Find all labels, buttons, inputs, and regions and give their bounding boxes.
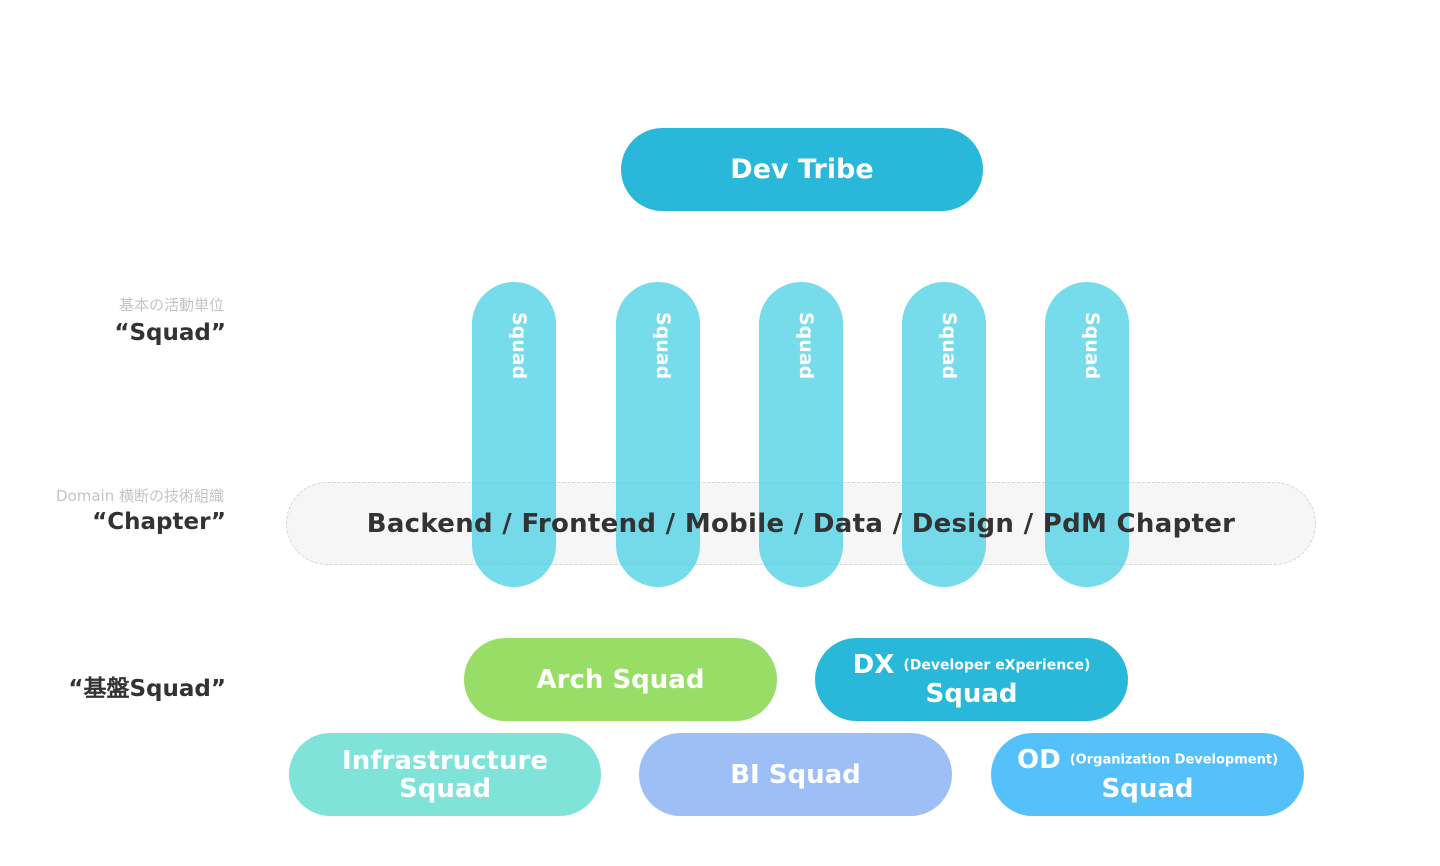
bi-squad-label: BI Squad	[730, 759, 861, 790]
squad-description-label: 基本の活動単位	[118, 296, 224, 314]
od-full-name: (Organization Development)	[1069, 752, 1279, 768]
squad-column-label: Squad	[652, 312, 674, 380]
od-abbr: OD	[1016, 745, 1061, 776]
squad-column-2: Squad	[616, 282, 700, 587]
chapter-description-label: Domain 横断の技術組織	[56, 487, 224, 505]
infrastructure-label: Infrastructure	[342, 745, 548, 776]
platform-squad-type-label: “基盤Squad”	[68, 676, 226, 702]
squad-column-1: Squad	[472, 282, 556, 587]
squad-column-label: Squad	[508, 312, 530, 380]
squad-column-3: Squad	[759, 282, 843, 587]
dx-squad-label: Squad	[925, 678, 1018, 709]
squad-type-label: “Squad”	[114, 320, 226, 346]
dev-tribe-label: Dev Tribe	[730, 153, 874, 185]
squad-column-label: Squad	[1081, 312, 1103, 380]
squad-column-label: Squad	[938, 312, 960, 380]
infrastructure-squad-label: Squad	[398, 773, 491, 804]
dx-full-name: (Developer eXperience)	[903, 657, 1091, 674]
od-squad-label: Squad	[1101, 773, 1194, 804]
od-squad-title: OD (Organization Development)	[1017, 746, 1278, 775]
infrastructure-squad-node: Infrastructure Squad	[289, 733, 601, 816]
dx-squad-title: DX (Developer eXperience)	[853, 651, 1091, 680]
arch-squad-label: Arch Squad	[536, 664, 705, 695]
squad-column-label: Squad	[795, 312, 817, 380]
dev-tribe-node: Dev Tribe	[621, 128, 983, 211]
dx-abbr: DX	[852, 650, 895, 681]
bi-squad-node: BI Squad	[639, 733, 952, 816]
dx-squad-node: DX (Developer eXperience) Squad	[815, 638, 1128, 721]
squad-column-4: Squad	[902, 282, 986, 587]
squad-column-5: Squad	[1045, 282, 1129, 587]
chapter-type-label: “Chapter”	[92, 509, 226, 535]
od-squad-node: OD (Organization Development) Squad	[991, 733, 1304, 816]
arch-squad-node: Arch Squad	[464, 638, 777, 721]
